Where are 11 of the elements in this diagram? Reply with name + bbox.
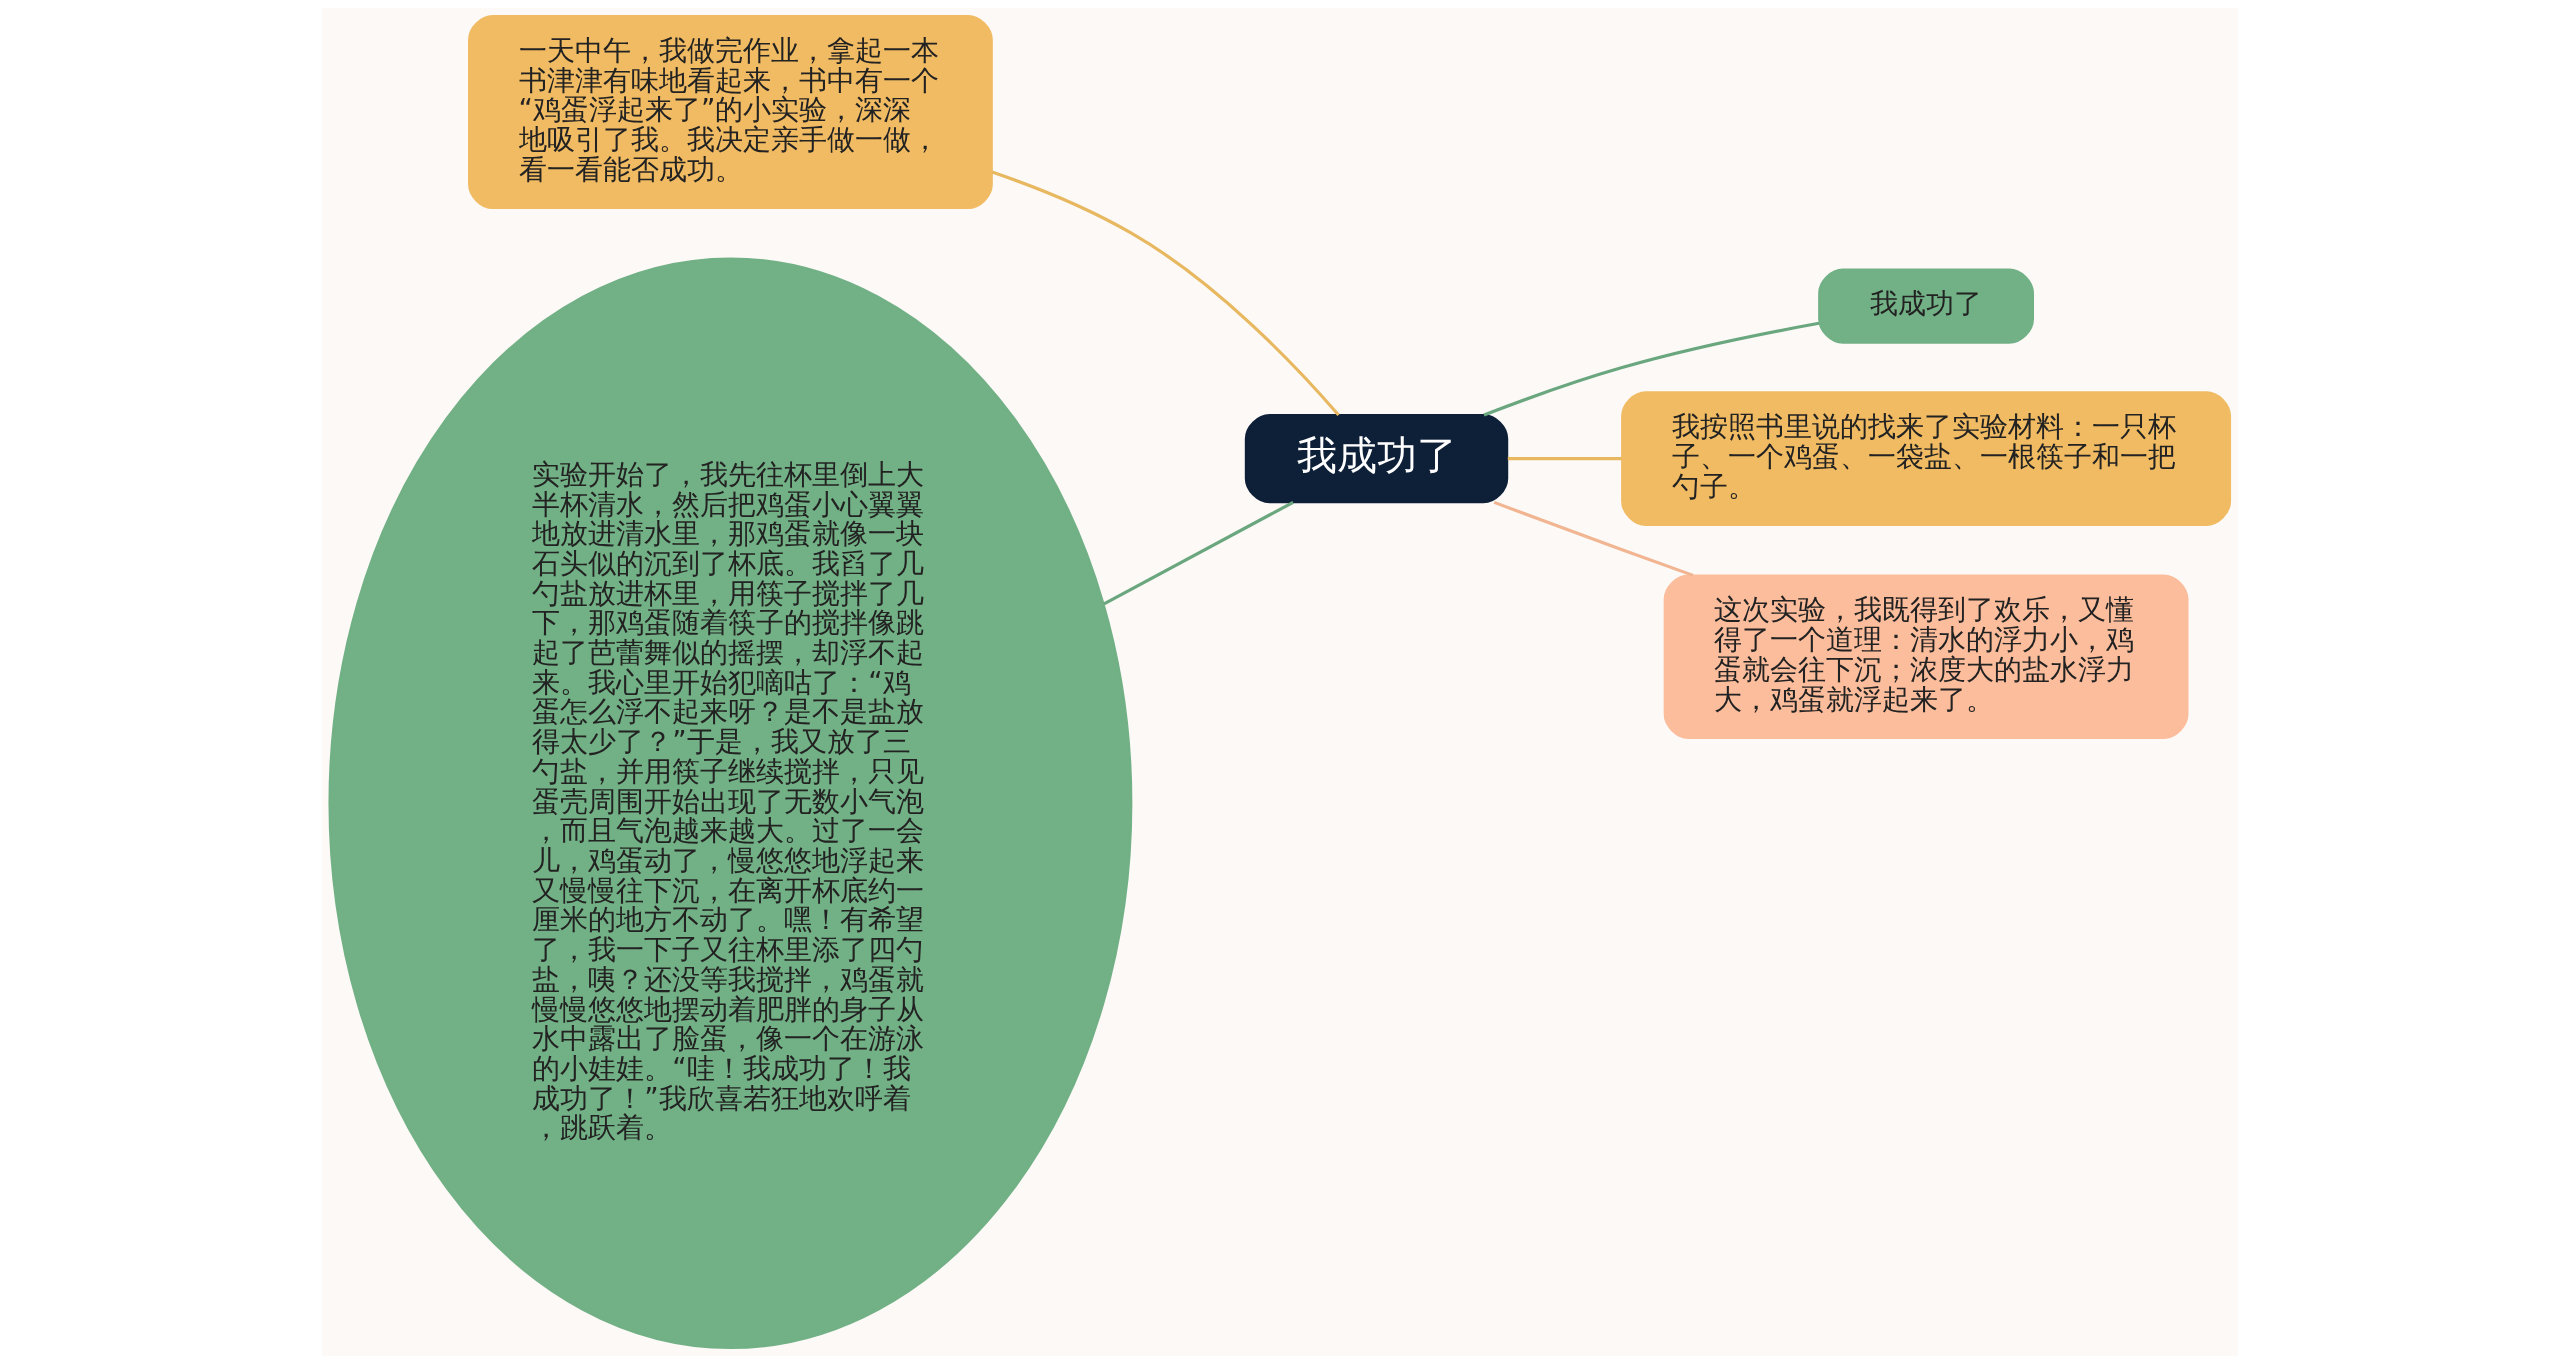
node-box: 我按照书里说的找来了实验材料：一只杯子、一个鸡蛋、一袋盐、一根筷子和一把勺子。 [1621, 391, 2232, 526]
connector [1493, 500, 1694, 577]
connector [1103, 500, 1294, 606]
connector [1507, 457, 1622, 461]
connector [991, 170, 1340, 416]
node-box: 我成功了 [1244, 414, 1509, 504]
node-box: 这次实验，我既得到了欢乐，又懂得了一个道理：清水的浮力小，鸡蛋就会往下沉；浓度大的盐水浮力大，鸡蛋就浮起来了。 [1663, 574, 2189, 739]
connector [1483, 321, 1820, 417]
node-ellipse: 实验开始了，我先往杯里倒上大半杯清水，然后把鸡蛋小心翼翼地放进清水里，那鸡蛋就像一块石头似的沉到了杯底。我舀了几勺盐放进杯里，用筷子搅拌了几下，那鸡蛋随着筷子的搅拌像跳起了芭蕾舞似的摇摆，却浮不起来。我心里开始犯嘀咕了：“鸡蛋怎么浮不起来呀？是不是盐放得太少了？”于是，我又放了三勺盐，并用筷子继续搅拌，只见蛋壳周围开始出现了无数小气泡，而且气泡越来越大。过了一会儿，鸡蛋动了，慢悠悠地浮起来又慢慢往下沉，在离开杯底约一厘米的地方不动了。嘿！有希望了，我一下子又往杯里添了四勺盐，咦？还没等我搅拌，鸡蛋就慢慢悠悠地摆动着肥胖的身子从水中露出了脸蛋，像一个在游泳的小娃娃。“哇！我成功了！我成功了！”我欣喜若狂地欢呼着，跳跃着。 [328, 257, 1133, 1350]
node-box: 一天中午，我做完作业，拿起一本书津津有味地看起来，书中有一个“鸡蛋浮起来了”的小实验，深深地吸引了我。我决定亲手做一做，看一看能否成功。 [468, 15, 993, 210]
node-box: 我成功了 [1818, 268, 2034, 344]
